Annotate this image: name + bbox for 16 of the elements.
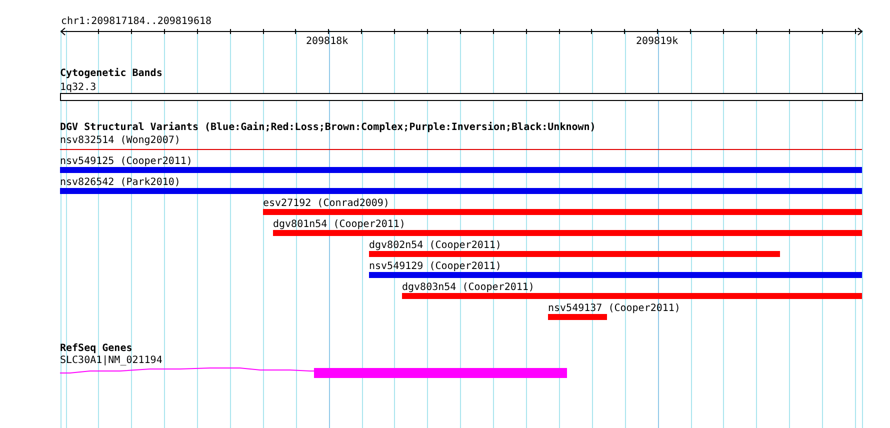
tick-label: 209819k — [636, 36, 678, 47]
variant-label: dgv802n54 (Cooper2011) — [369, 240, 502, 251]
variant-label: nsv549129 (Cooper2011) — [369, 261, 502, 272]
track-title: Cytogenetic Bands — [60, 68, 162, 79]
coordinate-range: chr1:209817184..209819618 — [61, 16, 212, 27]
variant-label: nsv832514 (Wong2007) — [60, 135, 180, 146]
tick-label: 209818k — [306, 36, 348, 47]
variant-label: dgv803n54 (Cooper2011) — [402, 282, 534, 293]
variant-label: dgv801n54 (Cooper2011) — [273, 219, 406, 230]
variant-label: nsv549137 (Cooper2011) — [548, 303, 680, 314]
variant-label: nsv549125 (Cooper2011) — [60, 156, 192, 167]
band-label: 1q32.3 — [60, 82, 96, 93]
track-title: DGV Structural Variants (Blue:Gain;Red:Loss;Brown:Complex;Purple:Inversion;Black:Unknown) — [60, 122, 596, 133]
gene-label: SLC30A1|NM_021194 — [60, 355, 162, 366]
variant-label: esv27192 (Conrad2009) — [263, 198, 390, 209]
variant-label: nsv826542 (Park2010) — [60, 177, 180, 188]
